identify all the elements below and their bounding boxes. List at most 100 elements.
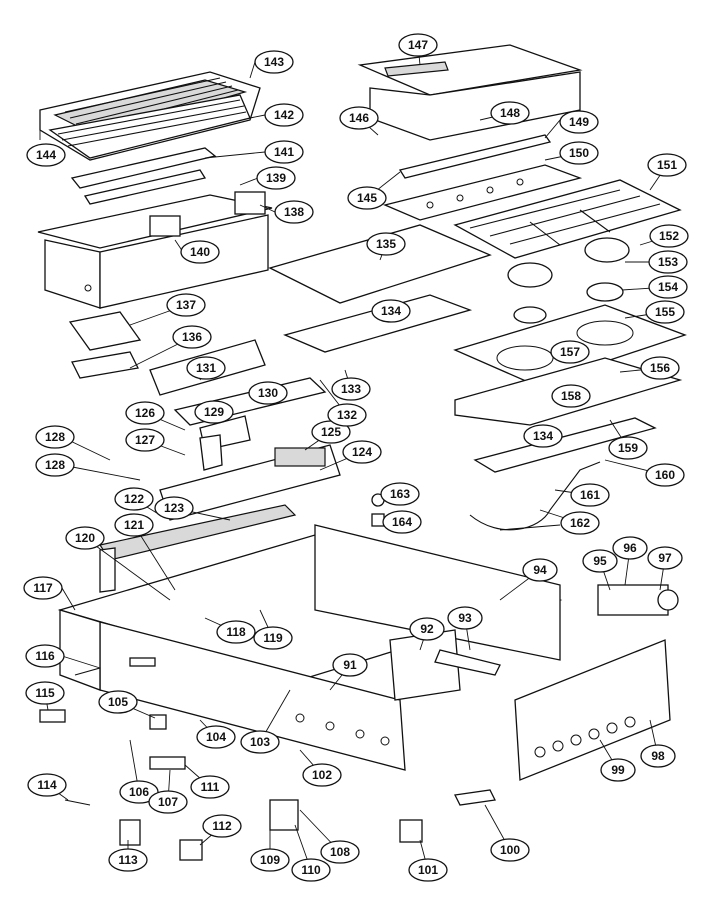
callouts: 143 142 144 141 139 138 140 137 136 131 … [23, 33, 689, 882]
callout-105: 105 [98, 690, 138, 714]
callout-103: 103 [240, 730, 280, 754]
callout-99: 99 [600, 758, 636, 782]
callout-159: 159 [608, 436, 648, 460]
svg-text:124: 124 [352, 445, 372, 459]
main-chassis-part [57, 524, 563, 771]
svg-text:159: 159 [618, 441, 638, 455]
callout-93: 93 [447, 606, 483, 630]
callout-98: 98 [640, 744, 676, 768]
svg-text:110: 110 [301, 863, 321, 877]
svg-text:160: 160 [655, 468, 675, 482]
svg-text:116: 116 [35, 649, 55, 663]
callout-134-b: 134 [523, 424, 563, 448]
callout-107: 107 [148, 790, 188, 814]
svg-text:155: 155 [655, 305, 675, 319]
callout-102: 102 [302, 763, 342, 787]
svg-text:107: 107 [158, 795, 178, 809]
heat-shield-part [149, 339, 327, 451]
callout-100: 100 [490, 838, 530, 862]
callout-136: 136 [172, 325, 212, 349]
svg-text:137: 137 [176, 298, 196, 312]
svg-text:131: 131 [196, 361, 216, 375]
callout-113: 113 [108, 848, 148, 872]
callout-120: 120 [65, 526, 105, 550]
svg-text:99: 99 [611, 763, 625, 777]
callout-140: 140 [180, 240, 220, 264]
drip-tray-part [68, 311, 142, 379]
svg-text:150: 150 [569, 146, 589, 160]
callout-148: 148 [490, 101, 530, 125]
svg-text:138: 138 [284, 205, 304, 219]
callout-164: 164 [382, 510, 422, 534]
svg-text:120: 120 [75, 531, 95, 545]
svg-text:91: 91 [343, 658, 357, 672]
callout-125: 125 [311, 420, 351, 444]
svg-text:106: 106 [129, 785, 149, 799]
svg-text:96: 96 [623, 541, 637, 555]
callout-151: 151 [647, 153, 687, 177]
callout-96: 96 [612, 536, 648, 560]
callout-146: 146 [339, 106, 379, 130]
callout-126: 126 [125, 401, 165, 425]
svg-text:145: 145 [357, 191, 377, 205]
callout-115: 115 [25, 681, 65, 705]
callout-150: 150 [559, 141, 599, 165]
svg-text:93: 93 [458, 611, 472, 625]
svg-text:149: 149 [569, 115, 589, 129]
small-parts-group [39, 493, 496, 861]
callout-111: 111 [190, 775, 230, 799]
callout-124: 124 [342, 440, 382, 464]
svg-text:164: 164 [392, 515, 412, 529]
callout-119: 119 [253, 626, 293, 650]
callout-114: 114 [27, 773, 67, 797]
callout-160: 160 [645, 463, 685, 487]
callout-135: 135 [366, 232, 406, 256]
burner-cap-part [507, 237, 630, 324]
callout-129: 129 [194, 400, 234, 424]
svg-text:104: 104 [206, 730, 226, 744]
svg-text:157: 157 [560, 345, 580, 359]
callout-109: 109 [250, 848, 290, 872]
svg-text:158: 158 [561, 389, 581, 403]
callout-144: 144 [26, 143, 66, 167]
callout-147: 147 [398, 33, 438, 57]
callout-101: 101 [408, 858, 448, 882]
svg-text:117: 117 [33, 581, 53, 595]
bracket-part [389, 629, 501, 701]
svg-text:140: 140 [190, 245, 210, 259]
svg-text:161: 161 [580, 488, 600, 502]
svg-text:119: 119 [263, 631, 283, 645]
callout-142: 142 [264, 103, 304, 127]
svg-text:151: 151 [657, 158, 677, 172]
svg-text:133: 133 [341, 382, 361, 396]
callout-134-a: 134 [371, 299, 411, 323]
callout-108: 108 [320, 840, 360, 864]
svg-text:126: 126 [135, 406, 155, 420]
callout-112: 112 [202, 814, 242, 838]
svg-text:97: 97 [658, 551, 672, 565]
svg-text:132: 132 [337, 408, 357, 422]
callout-133: 133 [331, 377, 371, 401]
grill-grate-part [39, 71, 261, 161]
callout-155: 155 [645, 300, 685, 324]
svg-text:109: 109 [260, 853, 280, 867]
svg-text:113: 113 [118, 853, 138, 867]
callout-128-a: 128 [35, 425, 75, 449]
svg-text:111: 111 [201, 780, 220, 794]
svg-text:115: 115 [35, 686, 55, 700]
svg-text:100: 100 [500, 843, 520, 857]
callout-97: 97 [647, 546, 683, 570]
svg-text:162: 162 [570, 516, 590, 530]
rotisserie-motor-part [597, 584, 679, 616]
svg-text:153: 153 [658, 255, 678, 269]
callout-110: 110 [291, 858, 331, 882]
svg-text:146: 146 [349, 111, 369, 125]
svg-text:152: 152 [659, 229, 679, 243]
callout-92: 92 [409, 617, 445, 641]
svg-text:148: 148 [500, 106, 520, 120]
callout-123: 123 [154, 496, 194, 520]
svg-text:129: 129 [204, 405, 224, 419]
svg-text:136: 136 [182, 330, 202, 344]
callout-122: 122 [114, 487, 154, 511]
callout-161: 161 [570, 483, 610, 507]
